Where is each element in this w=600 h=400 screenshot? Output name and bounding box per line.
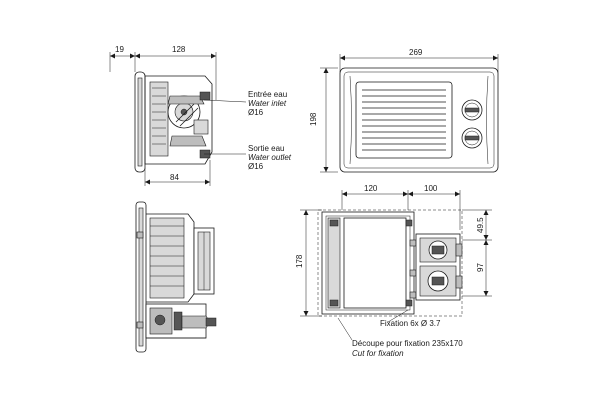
side-section-view [135, 201, 217, 353]
front-knob-top [461, 99, 483, 121]
dim-rear-right: 100 [424, 184, 438, 193]
dim-side-base: 84 [170, 173, 179, 182]
dim-side-depth: 128 [172, 45, 186, 54]
side-view: 19 128 84 Entrée eau [109, 45, 292, 186]
label-inlet-fr: Entrée eau [248, 90, 287, 99]
label-cutout-fr: Découpe pour fixation 235x170 [352, 339, 463, 348]
label-outlet-dia: Ø16 [248, 162, 264, 171]
label-outlet-en: Water outlet [248, 153, 292, 162]
dim-rear-upper: 49.5 [476, 217, 485, 233]
label-outlet-fr: Sortie eau [248, 144, 284, 153]
dim-rear-height: 178 [295, 254, 304, 268]
dim-front-width: 269 [409, 48, 423, 57]
front-louvers [362, 89, 446, 151]
label-cutout-en: Cut for fixation [352, 349, 404, 358]
dim-front-height: 198 [309, 112, 318, 126]
label-inlet-en: Water inlet [248, 99, 287, 108]
dim-rear-left: 120 [364, 184, 378, 193]
front-view: 269 198 [309, 48, 499, 173]
label-fixation: Fixation 6x Ø 3.7 [380, 319, 441, 328]
side-body [144, 75, 213, 165]
label-inlet-dia: Ø16 [248, 108, 264, 117]
dim-side-offset: 19 [115, 45, 124, 54]
front-knob-bottom [461, 127, 483, 149]
dim-rear-lower: 97 [476, 263, 485, 272]
rear-view: 120 100 178 49.5 97 [295, 184, 492, 358]
rear-cutout-outline [317, 209, 463, 317]
